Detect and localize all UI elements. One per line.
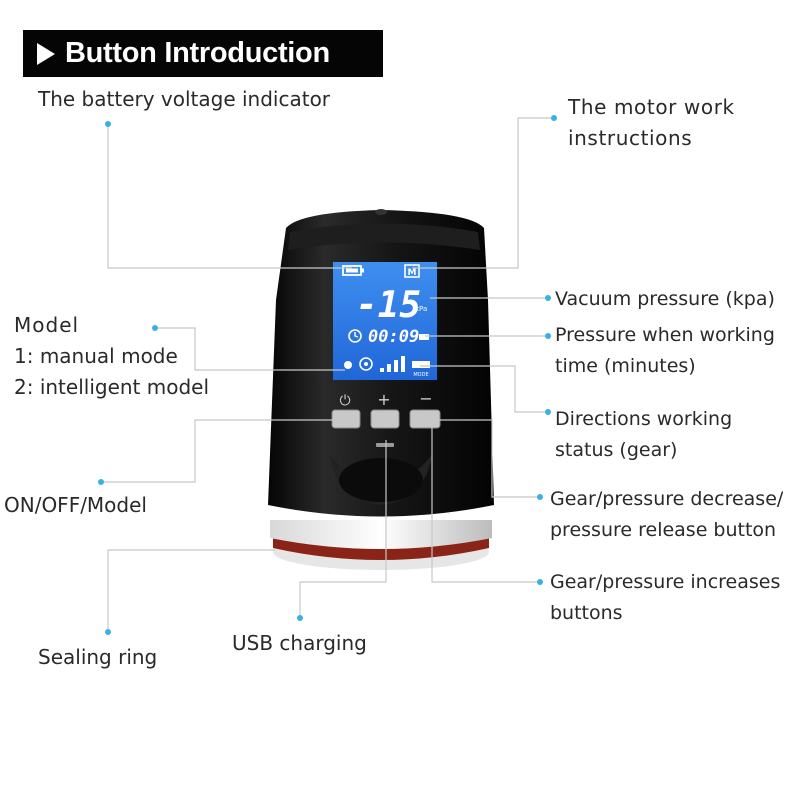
label-sealing: Sealing ring <box>38 642 157 673</box>
clock-icon <box>348 329 362 343</box>
top-vent <box>375 209 387 215</box>
label-pressure-time-line1: Pressure when working <box>555 324 775 346</box>
callout-dot-onoff <box>98 479 104 485</box>
label-directions-line1: Directions working <box>555 408 733 430</box>
label-usb-text: USB charging <box>232 631 367 655</box>
label-increase-line1: Gear/pressure increases <box>550 571 781 593</box>
label-motor: The motor work instructions <box>568 92 735 154</box>
label-model: Model 1: manual mode 2: intelligent mode… <box>14 310 209 403</box>
label-directions: Directions working status (gear) <box>555 404 732 466</box>
label-onoff: ON/OFF/Model <box>4 490 147 521</box>
label-decrease-line2: pressure release button <box>550 519 777 541</box>
callout-dot-usb <box>297 615 303 621</box>
label-increase-line2: buttons <box>550 602 623 624</box>
label-model-line3: 2: intelligent model <box>14 375 210 399</box>
callout-dot-vacuum <box>545 295 551 301</box>
label-model-line2: 1: manual mode <box>14 344 178 368</box>
label-pressure-time-line2: time (minutes) <box>555 355 696 377</box>
label-vacuum-text: Vacuum pressure (kpa) <box>555 288 775 310</box>
gear-bars-icon <box>380 356 405 372</box>
usb-port[interactable] <box>376 443 394 447</box>
callout-dot-directions <box>545 409 551 415</box>
mode-label: MODE <box>413 372 428 378</box>
plus-icon: + <box>377 390 390 409</box>
time-value: 00:09 <box>368 327 419 347</box>
page-title: Button Introduction <box>65 37 330 69</box>
motor-icon: M <box>404 264 420 278</box>
pressure-unit: kPa <box>415 305 427 313</box>
device-recess <box>339 458 423 502</box>
label-battery-text: The battery voltage indicator <box>38 87 331 111</box>
motor-icon-letter: M <box>408 268 417 278</box>
label-vacuum: Vacuum pressure (kpa) <box>555 284 775 315</box>
callout-dot-pressure-time <box>545 333 551 339</box>
callout-dot-sealing <box>105 629 111 635</box>
label-motor-line2: instructions <box>568 126 693 150</box>
power-icon: ⏻ <box>339 393 350 409</box>
plus-button[interactable] <box>370 409 400 429</box>
label-onoff-text: ON/OFF/Model <box>4 493 147 517</box>
callout-dot-decrease <box>537 494 543 500</box>
label-usb: USB charging <box>232 628 367 659</box>
callout-dot-battery <box>105 121 111 127</box>
lcd-screen <box>333 262 437 380</box>
label-pressure-time: Pressure when working time (minutes) <box>555 320 775 382</box>
title-banner: Button Introduction <box>23 30 383 77</box>
metal-band <box>270 520 492 549</box>
label-sealing-text: Sealing ring <box>38 645 158 669</box>
mode-box <box>412 361 430 368</box>
device-top-cap <box>288 223 480 250</box>
callout-dot-increase <box>537 579 543 585</box>
label-increase: Gear/pressure increases buttons <box>550 567 780 629</box>
label-directions-line2: status (gear) <box>555 439 678 461</box>
time-unit-mark <box>419 334 429 340</box>
callout-dot-model <box>152 325 158 331</box>
power-button[interactable] <box>331 409 361 429</box>
label-decrease-line1: Gear/pressure decrease/ <box>550 488 784 510</box>
minus-icon: − <box>419 389 432 408</box>
label-model-line1: Model <box>14 313 80 337</box>
pressure-value: -15 <box>356 285 421 326</box>
callout-dot-motor <box>551 115 557 121</box>
mode-icon <box>344 357 373 371</box>
label-motor-line1: The motor work <box>568 95 735 119</box>
label-decrease: Gear/pressure decrease/ pressure release… <box>550 484 783 546</box>
battery-icon <box>342 265 364 276</box>
play-arrow-icon <box>37 42 55 65</box>
label-battery: The battery voltage indicator <box>38 84 330 115</box>
